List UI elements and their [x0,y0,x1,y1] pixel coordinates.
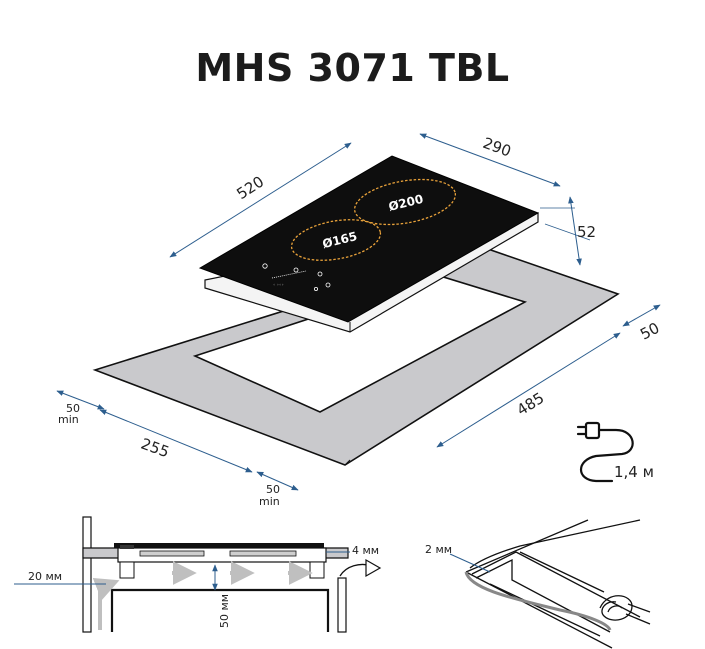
margin-front-label: 50 [266,483,280,496]
gap-bottom-label: 50 мм [218,594,231,628]
margin-left-unit: min [58,413,79,426]
margin-front-unit: min [259,495,280,508]
control-panel: ◦ ◦◦◦ [262,263,331,291]
zone-select-icon [317,271,323,277]
cutout-length-label: 485 [514,389,548,419]
dim-width-label: 290 [480,134,513,161]
dim-height-label: 52 [577,223,596,241]
lock-icon [325,282,331,288]
product-title: MHS 3071 TBL [195,46,510,90]
margin-right-label: 50 [637,319,662,344]
margin-left-label: 50 [66,402,80,415]
cutout-width-label: 255 [139,435,172,462]
svg-text:◦ ◦◦◦: ◦ ◦◦◦ [273,282,284,287]
dimension-lines [56,133,661,491]
slider-icon [271,270,307,279]
gap-top-label: 4 мм [352,544,379,557]
power-icon [262,263,268,269]
side-section-view [14,516,382,633]
seal-gap-label: 2 мм [425,543,452,556]
gap-side-label: 20 мм [28,570,62,583]
boost-icon [313,286,318,291]
cable-length-label: 1,4 м [614,463,654,481]
power-cable-icon [576,421,634,483]
seal-detail-view [464,519,651,649]
timer-icon [293,267,299,273]
airflow-arrows [92,561,313,630]
